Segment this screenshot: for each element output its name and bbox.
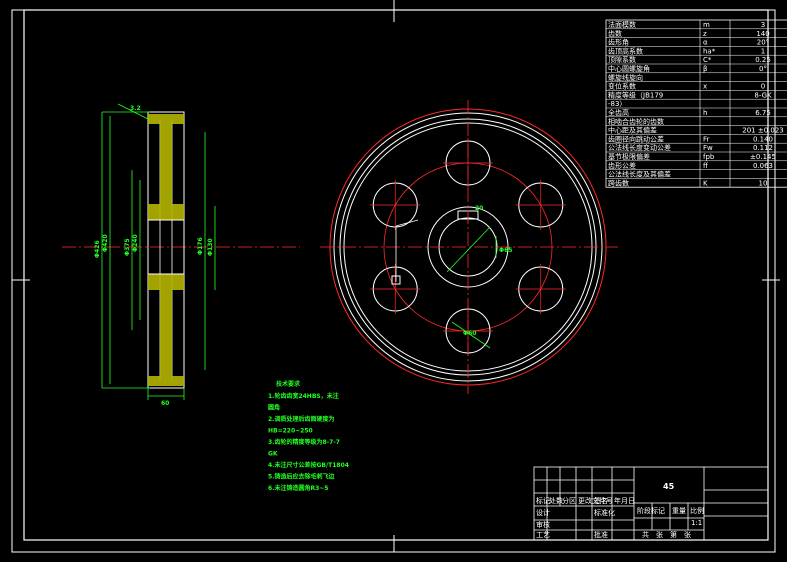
- title-block-cell: 标准化: [594, 508, 615, 517]
- title-block-cell: 设计: [536, 508, 550, 517]
- title-block-header: 签名: [594, 496, 608, 505]
- title-block-header: 处数: [549, 496, 563, 505]
- param-value: 6.75: [755, 109, 771, 117]
- param-value: 140: [756, 30, 769, 38]
- param-name: 中心圆螺旋角: [608, 64, 650, 73]
- title-block-stage: 阶段标记: [637, 506, 665, 515]
- note-line: 6.未注铸造圆角R3~5: [268, 484, 328, 492]
- param-name: 精度等级（JB179: [608, 90, 663, 99]
- param-name: 公法线长度及其偏差: [608, 170, 671, 179]
- parameter-table: 法面模数 m 3 齿数 z 140 齿形角 α 20° 齿顶高系数 ha* 1 顶隙系数 C* 0.25 中心…: [605, 19, 787, 188]
- dim-rim-inner: Φ375: [124, 238, 131, 256]
- sheet-label: 共: [642, 530, 649, 539]
- param-symbol: C*: [703, 56, 712, 64]
- title-block-stage: 比例: [690, 506, 704, 515]
- param-symbol: z: [703, 30, 707, 38]
- dim-d: Φ420: [102, 234, 109, 252]
- notes-title: 技术要求: [276, 380, 301, 388]
- param-symbol: h: [703, 109, 707, 117]
- bore-dim-label: Φ65: [499, 247, 512, 254]
- title-block-header: 分区: [562, 496, 576, 505]
- sheet-label: 张: [656, 530, 663, 539]
- note-line: 4.未注尺寸公差按GB/T1804: [268, 461, 349, 469]
- sheet-label: 张: [684, 530, 691, 539]
- param-name: 齿顶高系数: [608, 46, 643, 55]
- dim-da: Φ426: [94, 240, 101, 258]
- param-symbol: K: [703, 179, 708, 187]
- param-value: 1: [761, 47, 765, 55]
- note-line: GK: [268, 451, 278, 458]
- param-name: 跨齿数: [608, 178, 629, 187]
- title-block-cell: 审核: [536, 520, 550, 529]
- param-name: 齿数: [608, 29, 622, 38]
- param-symbol: fpb: [703, 153, 715, 161]
- param-name: 中心距及其偏差: [608, 126, 657, 135]
- param-symbol: m: [703, 21, 710, 29]
- param-name: 全齿高: [608, 108, 629, 117]
- param-value: 0.25: [755, 56, 771, 64]
- param-name: 螺旋线旋向: [608, 73, 643, 82]
- dim-hub-outer: Φ176: [197, 237, 204, 255]
- param-symbol: β: [703, 65, 707, 73]
- dim-hub-inner: Φ130: [207, 238, 214, 256]
- param-symbol: ff: [703, 162, 708, 170]
- param-name: 变位系数: [608, 82, 636, 91]
- gear-section-view: Φ426 Φ420 Φ375 Φ240 Φ176 Φ130 60 3.2: [62, 103, 300, 407]
- title-block-cell: 工艺: [536, 531, 550, 539]
- note-line: 1.轮齿齿宽24HBS，未注: [268, 392, 339, 400]
- param-value: ±0.145: [750, 153, 776, 161]
- note-line: HB=220~250: [268, 428, 313, 435]
- title-block-stage: 重量: [672, 507, 686, 515]
- param-name: 法面模数: [608, 20, 636, 29]
- title-block-header: 年月日: [614, 496, 635, 505]
- dim-hole-circle: Φ240: [132, 234, 139, 252]
- dim-face-width: 60: [161, 400, 169, 407]
- title-block-cell: 批准: [594, 530, 608, 539]
- param-symbol: x: [703, 83, 707, 91]
- note-line: 圆角: [268, 404, 280, 412]
- param-name: 公法线长度变动公差: [608, 143, 671, 152]
- param-value: 8-GK: [754, 91, 772, 99]
- note-line: 2.调质处理后齿面硬度为: [268, 415, 334, 423]
- param-name: 相啮合齿轮的齿数: [608, 117, 664, 126]
- param-symbol: Fw: [703, 144, 713, 152]
- param-symbol: Fr: [703, 135, 710, 143]
- inner-frame: [23, 9, 769, 541]
- param-value: 0°: [759, 65, 767, 73]
- param-value: 201 ±0.023: [742, 127, 784, 135]
- title-block: [533, 466, 769, 541]
- param-value: 0.112: [753, 144, 773, 152]
- param-symbol: α: [703, 39, 708, 47]
- gear-front-view: 20 Φ65 Φ60: [320, 100, 618, 394]
- param-name: 顶隙系数: [608, 55, 636, 64]
- param-symbol: ha*: [703, 47, 716, 55]
- hole-dim-label: Φ60: [463, 330, 476, 337]
- note-line: 5.铸造后应去除毛刺飞边: [268, 473, 335, 481]
- param-name: 齿圈径向跳动公差: [608, 134, 664, 143]
- param-name: 基节极限偏差: [608, 152, 650, 161]
- param-value: 0: [761, 83, 765, 91]
- sheet-label: 第: [670, 530, 677, 539]
- title-block-header: 更改文件号: [578, 496, 613, 505]
- param-name: 齿形公差: [608, 161, 636, 170]
- param-value: 20°: [757, 39, 769, 47]
- scale-value: 1:1: [691, 519, 702, 527]
- slot-dim-label: 20: [475, 205, 483, 212]
- roughness-mark: 3.2: [130, 105, 141, 112]
- param-value: 0.140: [753, 135, 773, 143]
- param-name: -83）: [608, 100, 626, 108]
- material-label: 45: [663, 482, 675, 491]
- param-value: 3: [761, 21, 765, 29]
- param-name: 齿形角: [608, 38, 629, 47]
- param-value: 10: [759, 179, 768, 187]
- title-block-header: 标记: [536, 496, 550, 505]
- note-line: 3.齿轮的精度等级为8-7-7: [268, 438, 340, 446]
- param-value: 0.063: [753, 162, 773, 170]
